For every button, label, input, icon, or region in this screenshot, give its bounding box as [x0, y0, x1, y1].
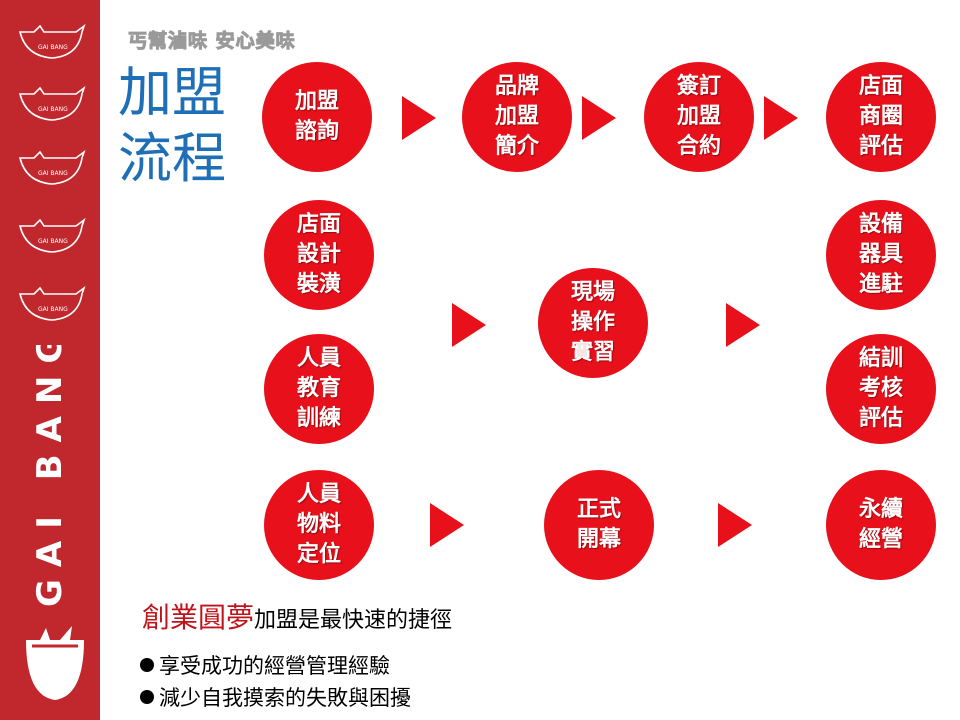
tagline: 創業圓夢加盟是最快速的捷徑 [142, 601, 453, 634]
brand-name-vertical: GAI BANG [30, 345, 70, 607]
step-staff-material-positioning: 人員 物料 定位 [264, 470, 374, 580]
flow-arrow-icon [582, 96, 616, 140]
step-store-design: 店面 設計 裝潢 [264, 200, 374, 310]
benefit-bullet: 減少自我摸索的失敗與困擾 [140, 682, 411, 712]
step-equipment-installation: 設備 器具 進駐 [826, 200, 936, 310]
svg-text:GAI BANG: GAI BANG [30, 345, 70, 607]
flow-arrow-icon [430, 503, 464, 547]
flow-arrow-icon [764, 96, 798, 140]
svg-text:GAI BANG: GAI BANG [38, 306, 68, 313]
flow-arrow-icon [718, 503, 752, 547]
bowl-emblem-icon [26, 626, 84, 700]
step-sign-contract: 簽訂 加盟 合約 [644, 62, 754, 172]
flow-arrow-icon [726, 303, 760, 347]
svg-text:GAI BANG: GAI BANG [38, 106, 68, 113]
step-franchise-consultation: 加盟 諮詢 [262, 62, 372, 172]
bullet-icon [140, 658, 154, 672]
bowl-logo-icon: GAI BANG [18, 149, 86, 185]
step-grand-opening: 正式 開幕 [544, 470, 654, 580]
flow-arrow-icon [402, 96, 436, 140]
bowl-logo-icon: GAI BANG [18, 217, 86, 253]
bowl-logo-icon: GAI BANG [18, 285, 86, 321]
page-title: 加盟 流程 [118, 61, 226, 190]
bullet-icon [140, 690, 154, 704]
svg-text:GAI BANG: GAI BANG [38, 44, 68, 51]
step-training-assessment: 結訓 考核 評估 [826, 334, 936, 444]
step-staff-training: 人員 教育 訓練 [264, 334, 374, 444]
benefit-bullet: 享受成功的經營管理經驗 [140, 650, 390, 680]
svg-text:GAI BANG: GAI BANG [38, 238, 68, 245]
step-sustainable-operation: 永續 經營 [826, 470, 936, 580]
brand-slogan: 丐幫滷味 安心美味 [128, 30, 296, 53]
step-brand-introduction: 品牌 加盟 簡介 [462, 62, 572, 172]
bowl-logo-icon: GAI BANG [18, 85, 86, 121]
step-site-evaluation: 店面 商圈 評估 [826, 62, 936, 172]
brand-sidebar: GAI BANG GAI BANG GAI BANG GAI BANG GAI … [0, 0, 100, 720]
bowl-logo-icon: GAI BANG [18, 23, 86, 59]
step-onsite-practice: 現場 操作 實習 [538, 268, 648, 378]
svg-text:GAI BANG: GAI BANG [38, 170, 68, 177]
flow-arrow-icon [452, 303, 486, 347]
